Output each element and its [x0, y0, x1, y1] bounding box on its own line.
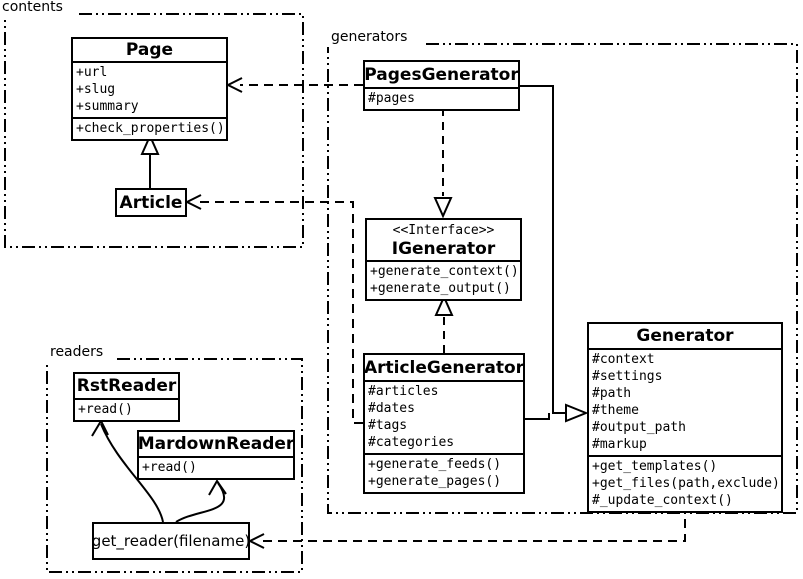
- class-name-igenerator: IGenerator: [391, 239, 496, 259]
- class-attribute: #articles: [368, 384, 439, 399]
- class-box-pagesgenerator: PagesGenerator #pages: [363, 60, 520, 111]
- class-box-rstreader: RstReader +read(): [73, 372, 180, 422]
- inheritance-line-articlegenerator-to-generator: [523, 413, 550, 420]
- class-attributes-pagesgenerator: #pages: [365, 87, 518, 109]
- class-box-articlegenerator: ArticleGenerator #articles #dates #tags …: [363, 353, 525, 494]
- dependency-arrowhead-articlegenerator-to-article: [184, 194, 202, 210]
- call-arrowhead-getreader-to-mardownreader: [208, 479, 227, 496]
- class-method: +generate_output(): [370, 281, 511, 296]
- class-header-igenerator: <<Interface>> IGenerator: [367, 220, 520, 260]
- function-node-getreader: get_reader(filename): [92, 522, 250, 560]
- function-label-getreader: get_reader(filename): [91, 532, 251, 550]
- class-methods-igenerator: +generate_context() +generate_output(): [367, 260, 520, 299]
- package-label-readers: readers: [50, 344, 104, 360]
- class-method: +generate_context(): [370, 264, 519, 279]
- package-border-contents: [4, 13, 304, 248]
- class-name-mardownreader: MardownReader: [137, 434, 295, 454]
- class-method: +read(): [142, 460, 197, 475]
- class-attribute: +summary: [76, 99, 139, 114]
- class-method: +read(): [78, 402, 133, 417]
- dependency-arrowhead-generator-to-getreader: [247, 533, 265, 549]
- class-box-article: Article: [115, 188, 187, 217]
- inheritance-line-pagesgenerator-to-generator: [520, 85, 566, 414]
- class-attribute: #categories: [368, 435, 455, 450]
- class-methods-generator: +get_templates() +get_files(path,exclude…: [589, 455, 781, 511]
- class-attribute: #dates: [368, 401, 415, 416]
- class-attribute: +slug: [76, 82, 116, 97]
- class-attributes-page: +url +slug +summary: [73, 61, 226, 117]
- class-name-rstreader: RstReader: [76, 376, 177, 396]
- dependency-line-generator-to-getreader: [262, 504, 686, 542]
- class-attribute: #output_path: [592, 420, 686, 435]
- class-attribute: #settings: [592, 369, 663, 384]
- realization-triangle-pagesgenerator-to-igenerator: [433, 197, 453, 219]
- class-attribute: +url: [76, 65, 108, 80]
- class-name-pagesgenerator: PagesGenerator: [364, 64, 519, 85]
- class-box-generator: Generator #context #settings #path #them…: [587, 322, 783, 513]
- class-method: +get_templates(): [592, 459, 718, 474]
- class-attribute: #markup: [592, 437, 647, 452]
- class-attribute: #path: [592, 386, 632, 401]
- class-methods-articlegenerator: +generate_feeds() +generate_pages(): [365, 453, 523, 492]
- class-method: +generate_pages(): [368, 474, 502, 489]
- class-methods-rstreader: +read(): [75, 398, 178, 420]
- class-methods-mardownreader: +read(): [139, 456, 293, 478]
- class-box-page: Page +url +slug +summary +check_properti…: [71, 37, 228, 141]
- call-curve-getreader-to-rstreader: [100, 423, 164, 523]
- class-name-articlegenerator: ArticleGenerator: [363, 357, 525, 378]
- class-name-generator: Generator: [636, 326, 734, 346]
- package-border-readers: [46, 358, 303, 573]
- class-method: +check_properties(): [76, 121, 225, 136]
- package-label-generators: generators: [331, 29, 408, 45]
- class-method: +get_files(path,exclude): [592, 476, 780, 491]
- realization-triangle-articlegenerator-to-igenerator: [434, 294, 454, 316]
- inheritance-triangle-article-to-page: [140, 133, 160, 155]
- class-attribute: #pages: [368, 91, 415, 106]
- class-stereotype-igenerator: <<Interface>>: [392, 223, 495, 238]
- class-method: #_update_context(): [592, 493, 733, 508]
- class-name-page: Page: [125, 40, 174, 60]
- inheritance-triangle-to-generator: [565, 403, 589, 423]
- class-box-mardownreader: MardownReader +read(): [137, 430, 295, 480]
- class-attribute: #tags: [368, 418, 408, 433]
- class-method: +generate_feeds(): [368, 457, 502, 472]
- dependency-line-articlegenerator-to-article: [199, 201, 363, 424]
- class-attributes-articlegenerator: #articles #dates #tags #categories: [365, 380, 523, 453]
- class-attribute: #theme: [592, 403, 639, 418]
- class-attributes-generator: #context #settings #path #theme #output_…: [589, 348, 781, 455]
- class-name-article: Article: [119, 192, 183, 213]
- call-curve-getreader-to-mardownreader: [175, 482, 226, 523]
- package-label-contents: contents: [2, 0, 63, 15]
- dependency-arrowhead-pagesgenerator-to-page: [225, 77, 243, 93]
- class-attribute: #context: [592, 352, 655, 367]
- class-box-igenerator: <<Interface>> IGenerator +generate_conte…: [365, 218, 522, 301]
- class-methods-page: +check_properties(): [73, 117, 226, 139]
